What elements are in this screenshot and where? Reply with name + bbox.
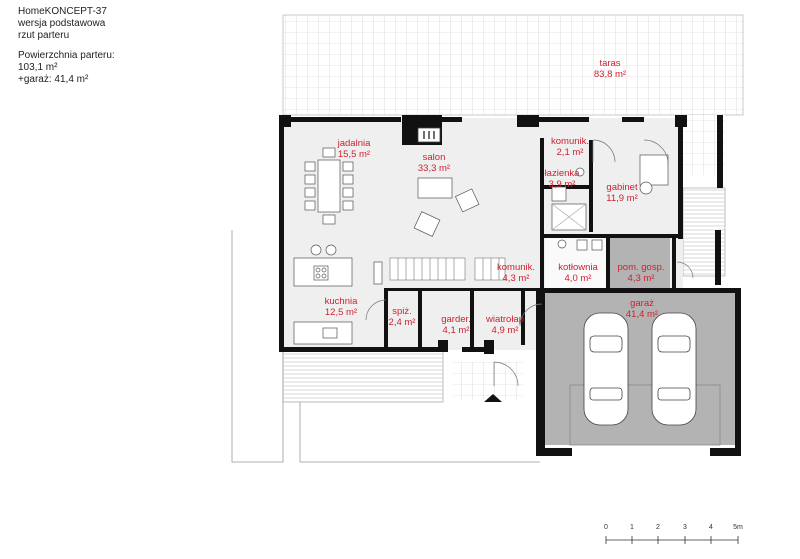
garage-cars (583, 312, 697, 426)
front-pavement (282, 349, 444, 403)
staircase (389, 257, 506, 281)
room-label-pom-gosp: pom. gosp.4,3 m² (617, 262, 665, 284)
project-name: HomeKONCEPT-37 (18, 6, 107, 17)
dining-table (304, 147, 354, 225)
plan-info: HomeKONCEPT-37 wersja podstawowa rzut pa… (18, 6, 115, 86)
garage-parking-outline (569, 384, 721, 446)
room-label-komunik-2: komunik.4,3 m² (496, 262, 536, 284)
room-label-spiz: spiż.2,4 m² (388, 306, 416, 328)
area-value: 103,1 m² (18, 62, 58, 73)
scale-tick-2: 2 (656, 524, 660, 531)
terrace-area (282, 14, 744, 116)
room-label-garder: garder.4,1 m² (441, 314, 471, 336)
salon-furniture (413, 177, 480, 237)
version-label: wersja podstawowa (18, 18, 106, 29)
scale-tick-4: 4 (709, 524, 713, 531)
scale-bar (605, 536, 739, 544)
entry-steps (453, 362, 523, 400)
left-pavement (231, 230, 284, 463)
entrance-marker (484, 394, 502, 402)
scale-tick-1: 1 (630, 524, 634, 531)
scale-tick-5m: 5m (733, 524, 743, 531)
garage-area-value: +garaż: 41,4 m² (18, 74, 89, 85)
garage-floor (545, 292, 738, 445)
kitchen-fixtures (293, 244, 383, 345)
room-label-komunik-1: komunik.2,1 m² (550, 136, 590, 158)
scale-tick-3: 3 (683, 524, 687, 531)
utility-room-floor (610, 238, 670, 288)
front-line (299, 402, 540, 463)
plan-type-label: rzut parteru (18, 30, 70, 41)
doors (365, 139, 694, 387)
bathroom-fixtures (551, 154, 669, 251)
scale-tick-0: 0 (604, 524, 608, 531)
area-label: Powierzchnia parteru: (18, 50, 115, 61)
